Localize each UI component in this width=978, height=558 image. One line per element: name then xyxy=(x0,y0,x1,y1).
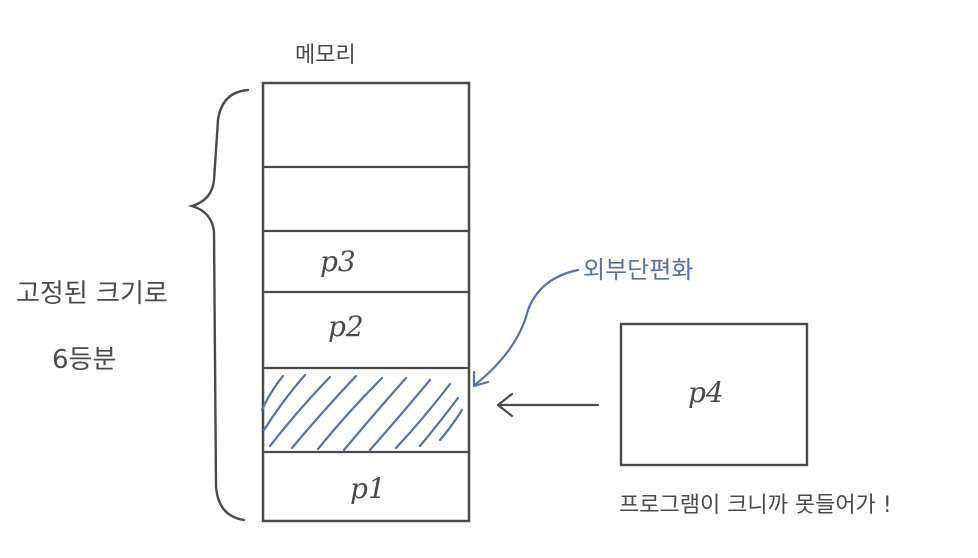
process-p4-label: p4 xyxy=(688,376,724,409)
process-p4-box xyxy=(619,322,809,467)
process-caption: 프로그램이 크니까 못들어가 ! xyxy=(619,493,892,518)
left-note-line1: 고정된 크기로 xyxy=(16,279,168,309)
insert-arrowhead xyxy=(496,392,514,418)
fragmentation-arrowhead xyxy=(472,370,490,388)
memory-column xyxy=(261,81,471,523)
block-label-p2: p2 xyxy=(328,310,364,343)
fragmentation-arrow xyxy=(474,268,580,386)
left-note-line2: 6등분 xyxy=(52,345,116,375)
curly-brace xyxy=(187,88,250,522)
fragmentation-label: 외부단편화 xyxy=(583,256,693,284)
block-label-p1: p1 xyxy=(350,472,386,505)
block-label-p3: p3 xyxy=(320,245,356,278)
fragmentation-hatch xyxy=(260,373,464,452)
memory-title: 메모리 xyxy=(295,43,356,68)
